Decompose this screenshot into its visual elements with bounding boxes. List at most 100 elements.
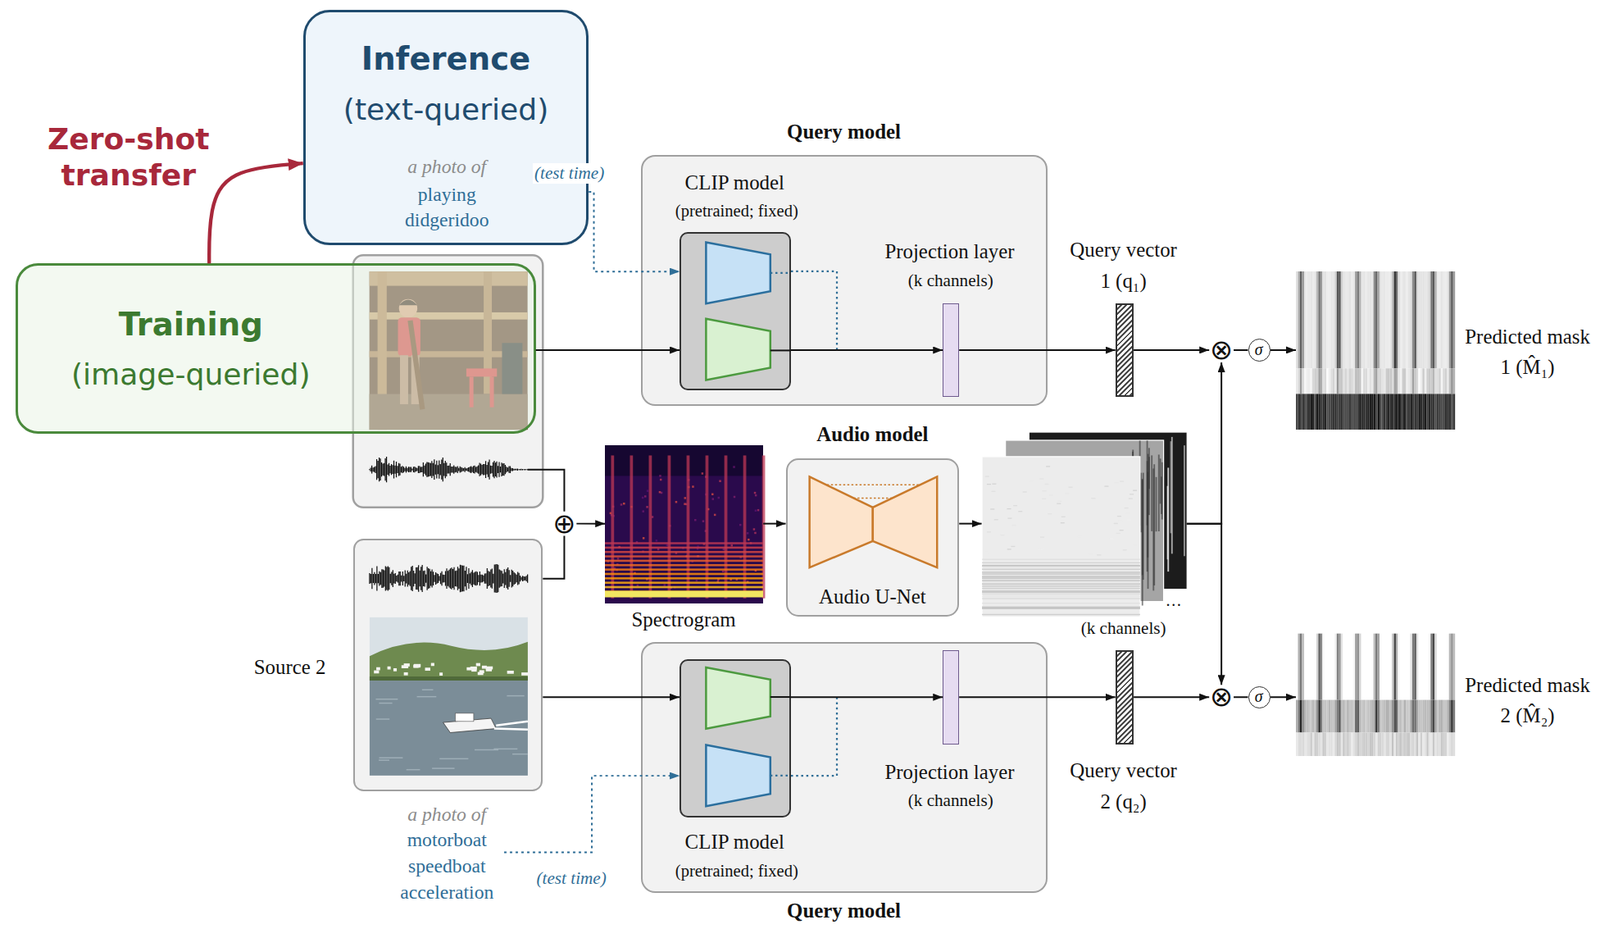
illustration-rect: [1332, 368, 1335, 394]
illustration-rect: [1390, 394, 1392, 431]
illustration-rect: [1334, 700, 1337, 733]
illustration-rect: [649, 454, 653, 598]
multiply-symbol: ⊗: [1209, 684, 1234, 710]
illustration-rect: [1401, 368, 1404, 394]
illustration-rect: [1350, 732, 1353, 757]
illustration-rect: [1390, 368, 1392, 394]
node-illustration: [1295, 271, 1455, 430]
illustration-rect: [1115, 531, 1120, 533]
illustration-rect: [604, 554, 764, 557]
illustration-rect: [604, 568, 764, 570]
illustration-rect: [1154, 476, 1157, 531]
illustration-rect: [474, 749, 499, 750]
illustration-rect: [1011, 524, 1016, 526]
wire: [790, 696, 837, 776]
connector: [536, 349, 681, 351]
illustration-rect: [1450, 394, 1453, 431]
illustration-rect: [1426, 732, 1428, 757]
illustration-rect: [1357, 271, 1360, 369]
illustration-rect: [1440, 394, 1443, 431]
connector: [1186, 362, 1222, 524]
illustration-rect: [1404, 633, 1406, 700]
illustration-rect: [1416, 732, 1419, 757]
illustration-rect: [1330, 394, 1332, 431]
illustration-rect: [1401, 633, 1404, 700]
illustration-rect: [1141, 472, 1144, 579]
connector: [542, 695, 680, 698]
waveform: [369, 456, 528, 482]
wire: [770, 695, 791, 698]
illustration-rect: [1386, 368, 1388, 394]
training-box: Training(image-queried): [15, 263, 537, 434]
illustration-rect: [369, 680, 528, 776]
illustration-rect: [1383, 394, 1386, 431]
illustration-rect: [1104, 485, 1109, 487]
illustration-rect: [1305, 271, 1308, 369]
illustration-rect: [1367, 368, 1369, 394]
illustration-rect: [1117, 515, 1122, 517]
illustration-rect: [1313, 732, 1316, 757]
illustration-group: [981, 431, 1187, 617]
illustration-rect: [1060, 515, 1065, 517]
illustration-rect: [604, 572, 764, 575]
illustration-rect: [754, 531, 756, 533]
illustration-rect: [1330, 732, 1332, 757]
illustration-rect: [1320, 368, 1323, 394]
illustration-rect: [986, 531, 991, 532]
illustration-rect: [431, 663, 435, 667]
node-text: σ: [1254, 341, 1264, 359]
illustration-rect: [1387, 368, 1390, 394]
illustration-rect: [754, 494, 757, 496]
illustration-rect: [1322, 633, 1324, 700]
illustration-rect: [754, 491, 756, 494]
illustration-rect: [1401, 271, 1404, 369]
illustration-rect: [1424, 633, 1427, 700]
illustration-rect: [1449, 700, 1451, 733]
illustration-rect: [1324, 368, 1327, 394]
illustration-rect: [981, 613, 1141, 614]
illustration-rect: [1426, 394, 1428, 431]
illustration-rect: [403, 663, 410, 667]
illustration-rect: [1400, 700, 1402, 733]
connector: [1270, 349, 1296, 351]
illustration-rect: [1049, 494, 1054, 496]
illustration-rect: [512, 753, 528, 755]
illustration-rect: [1383, 368, 1386, 394]
illustration-rect: [1342, 633, 1345, 700]
illustration-rect: [739, 523, 741, 526]
illustration-rect: [981, 597, 1141, 599]
illustration-rect: [1318, 732, 1320, 757]
illustration-rect: [1326, 633, 1328, 700]
illustration-rect: [1404, 368, 1406, 394]
illustration-rect: [1413, 271, 1416, 369]
illustration-rect: [981, 558, 1141, 560]
illustration-rect: [1359, 394, 1361, 431]
illustration-rect: [1334, 368, 1337, 394]
illustration-rect: [1305, 394, 1308, 431]
illustration-rect: [1434, 700, 1437, 733]
illustration-rect: [1434, 732, 1437, 757]
illustration-rect: [1367, 394, 1369, 431]
illustration-rect: [1434, 271, 1437, 369]
illustration-rect: [1383, 732, 1386, 757]
illustration-rect: [1371, 633, 1373, 700]
illustration-rect: [1446, 271, 1449, 369]
illustration-rect: [1332, 732, 1335, 757]
illustration-rect: [1371, 700, 1373, 733]
illustration-rect: [731, 544, 733, 546]
node-text: Audio model: [816, 422, 928, 447]
illustration-rect: [718, 496, 720, 499]
illustration-rect: [604, 541, 764, 544]
illustration-rect: [1438, 732, 1441, 757]
illustration-rect: [1295, 700, 1298, 733]
illustration-rect: [1363, 633, 1365, 700]
illustration-rect: [701, 472, 704, 474]
illustration-rect: [1373, 700, 1376, 733]
illustration-rect: [413, 664, 420, 669]
illustration-path: [494, 721, 528, 730]
illustration-rect: [1357, 732, 1360, 757]
illustration-rect: [1324, 633, 1327, 700]
node-text: Query model: [786, 898, 901, 923]
illustration-rect: [675, 500, 678, 503]
illustration-rect: [1336, 732, 1339, 757]
